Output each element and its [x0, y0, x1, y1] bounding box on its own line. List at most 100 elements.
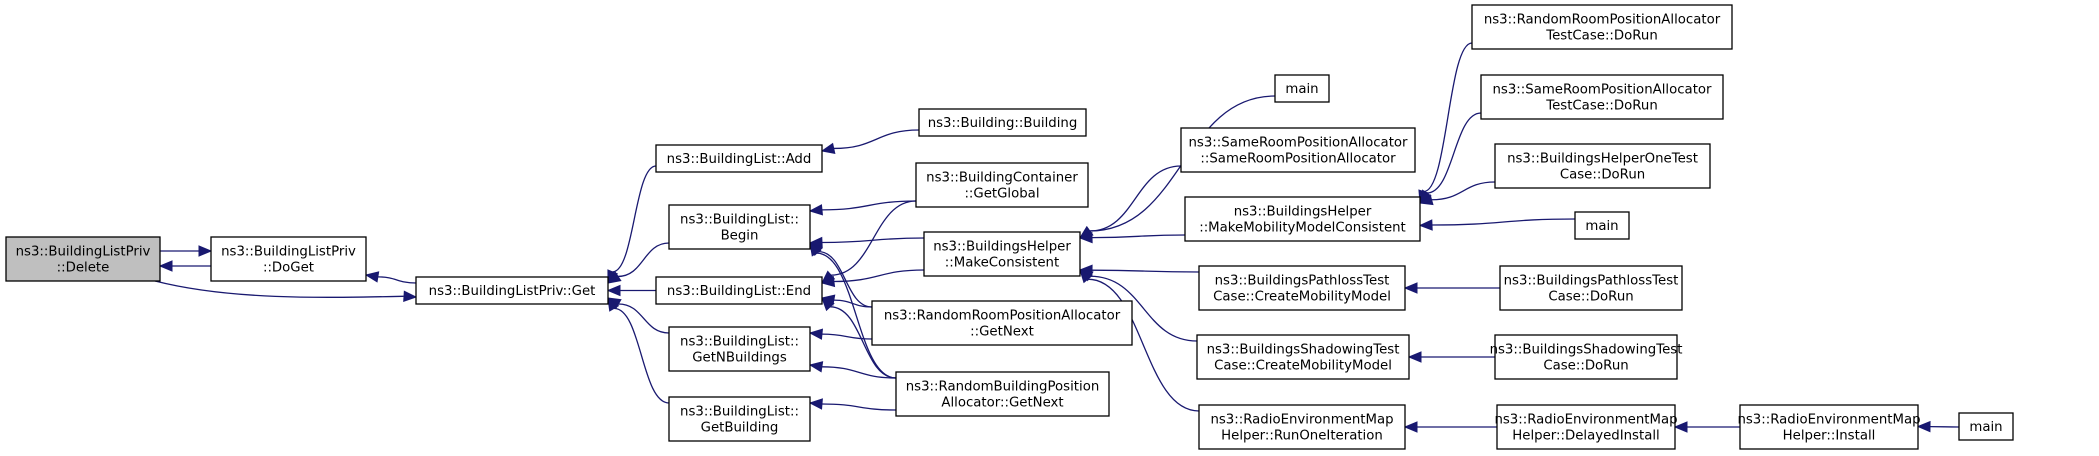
- node-label: Allocator::GetNext: [941, 396, 1063, 411]
- node-label: ns3::BuildingsHelper: [933, 240, 1071, 255]
- node-box: [1184, 196, 1421, 242]
- edge-doget-to-delete: [158, 260, 211, 272]
- graph-node-makecons[interactable]: ns3::BuildingsHelper::MakeConsistent: [923, 231, 1081, 277]
- node-box: [1180, 127, 1416, 173]
- node-label: ns3::RandomRoomPositionAllocator: [1484, 13, 1721, 28]
- edge-building-to-add: [820, 129, 920, 154]
- node-label: ns3::BuildingList::: [680, 405, 799, 420]
- graph-node-doget[interactable]: ns3::BuildingListPriv::DoGet: [210, 236, 367, 282]
- node-label: ns3::RandomRoomPositionAllocator: [884, 309, 1121, 324]
- arrowhead-icon: [1078, 231, 1093, 244]
- node-box: [668, 326, 811, 372]
- node-label: ns3::RadioEnvironmentMap: [1210, 413, 1393, 428]
- edge-main2-to-mmmc: [1418, 218, 1576, 231]
- arrowhead-icon: [1079, 269, 1093, 284]
- node-label: ns3::RadioEnvironmentMap: [1737, 413, 1920, 428]
- edge-delete-to-get: [154, 280, 418, 302]
- graph-node-getnb[interactable]: ns3::BuildingList::GetNBuildings: [668, 326, 811, 372]
- edge-rem_run-to-makecons: [1079, 269, 1200, 412]
- graph-node-getglobal[interactable]: ns3::BuildingContainer::GetGlobal: [915, 162, 1089, 208]
- edge-pl_cmm-to-makecons: [1078, 264, 1200, 276]
- edge-sh_tc-to-sh_cmm: [1407, 351, 1495, 363]
- edge-line: [613, 307, 670, 404]
- edge-line: [833, 269, 925, 283]
- edge-line: [1087, 278, 1200, 412]
- node-label: ns3::Building::Building: [928, 116, 1078, 131]
- graph-node-building[interactable]: ns3::Building::Building: [918, 108, 1087, 137]
- edge-line: [818, 250, 873, 308]
- edge-pl_tc-to-pl_cmm: [1403, 282, 1500, 294]
- edge-line: [1431, 218, 1576, 226]
- edge-line: [830, 306, 897, 379]
- arrowhead-icon: [198, 245, 213, 257]
- node-label: ::SameRoomPositionAllocator: [1200, 152, 1396, 167]
- edge-main3-to-rem_install: [1916, 420, 1960, 433]
- arrowhead-icon: [1916, 420, 1931, 433]
- arrowhead-icon: [158, 260, 173, 272]
- node-label: ns3::BuildingsShadowingTest: [1490, 343, 1683, 358]
- arrowhead-icon: [808, 328, 823, 340]
- graph-node-pl_cmm[interactable]: ns3::BuildingsPathlossTestCase::CreateMo…: [1198, 265, 1406, 311]
- graph-node-rem_run[interactable]: ns3::RadioEnvironmentMapHelper::RunOneIt…: [1198, 404, 1406, 450]
- arrowhead-icon: [820, 275, 836, 288]
- node-box: [923, 231, 1081, 277]
- edge-line: [821, 333, 873, 340]
- graph-node-rrpa_tc[interactable]: ns3::RandomRoomPositionAllocatorTestCase…: [1471, 4, 1733, 50]
- node-label: ns3::SameRoomPositionAllocator: [1188, 136, 1408, 151]
- graph-node-add[interactable]: ns3::BuildingList::Add: [655, 144, 823, 173]
- graph-node-end[interactable]: ns3::BuildingList::End: [655, 276, 823, 305]
- edge-line: [618, 303, 670, 334]
- edge-delete-to-doget: [160, 245, 213, 257]
- graph-node-get[interactable]: ns3::BuildingListPriv::Get: [415, 276, 609, 305]
- node-label: Case::CreateMobilityModel: [1213, 290, 1391, 305]
- edges-layer: [154, 42, 1960, 433]
- graph-node-mmmc[interactable]: ns3::BuildingsHelper::MakeMobilityModelC…: [1184, 196, 1421, 242]
- node-box: [871, 300, 1133, 346]
- node-box: [1574, 211, 1630, 240]
- arrowhead-icon: [403, 290, 418, 302]
- edge-line: [816, 252, 897, 379]
- graph-node-rrpa_next[interactable]: ns3::RandomRoomPositionAllocator::GetNex…: [871, 300, 1133, 346]
- arrowhead-icon: [606, 284, 621, 297]
- graph-node-delete[interactable]: ns3::BuildingListPriv::Delete: [5, 236, 161, 282]
- graph-node-sh_cmm[interactable]: ns3::BuildingsShadowingTestCase::CreateM…: [1196, 334, 1410, 380]
- edge-add-to-get: [607, 165, 657, 285]
- node-box: [5, 236, 161, 282]
- edge-getbuilding-to-get: [607, 296, 670, 404]
- node-label: ns3::RandomBuildingPosition: [906, 380, 1100, 395]
- arrowhead-icon: [1403, 421, 1418, 433]
- graph-node-begin[interactable]: ns3::BuildingList::Begin: [668, 204, 811, 250]
- edge-line: [821, 237, 925, 244]
- node-label: ns3::RadioEnvironmentMap: [1494, 413, 1677, 428]
- edge-line: [1091, 234, 1186, 239]
- graph-node-main3[interactable]: main: [1958, 412, 2014, 441]
- graph-node-srpa_tc[interactable]: ns3::SameRoomPositionAllocatorTestCase::…: [1480, 74, 1724, 120]
- graph-node-rem_delayed[interactable]: ns3::RadioEnvironmentMapHelper::DelayedI…: [1494, 404, 1678, 450]
- edge-rrpa_next-to-getnb: [808, 328, 873, 340]
- node-label: ns3::BuildingsPathlossTest: [1504, 274, 1679, 289]
- node-label: Case::DoRun: [1543, 359, 1628, 374]
- graph-node-srpa_ctor[interactable]: ns3::SameRoomPositionAllocator::SameRoom…: [1180, 127, 1416, 173]
- graph-node-main2[interactable]: main: [1574, 211, 1630, 240]
- node-box: [1198, 404, 1406, 450]
- edge-end-to-get: [606, 284, 656, 297]
- edge-rbpa_next-to-end: [821, 297, 897, 379]
- node-box: [895, 371, 1110, 417]
- arrowhead-icon: [1418, 219, 1433, 231]
- node-label: Case::CreateMobilityModel: [1214, 359, 1392, 374]
- node-label: Helper::Install: [1783, 429, 1876, 444]
- arrowhead-icon: [809, 241, 822, 257]
- node-label: main: [1285, 82, 1318, 97]
- edge-line: [612, 165, 657, 273]
- graph-node-rbpa_next[interactable]: ns3::RandomBuildingPositionAllocator::Ge…: [895, 371, 1110, 417]
- node-label: ns3::BuildingsHelperOneTest: [1507, 152, 1698, 167]
- node-box: [1494, 334, 1678, 380]
- graph-node-main1[interactable]: main: [1274, 74, 1330, 103]
- graph-node-getbuilding[interactable]: ns3::BuildingList::GetBuilding: [668, 396, 811, 442]
- node-box: [210, 236, 367, 282]
- arrowhead-icon: [1673, 421, 1688, 433]
